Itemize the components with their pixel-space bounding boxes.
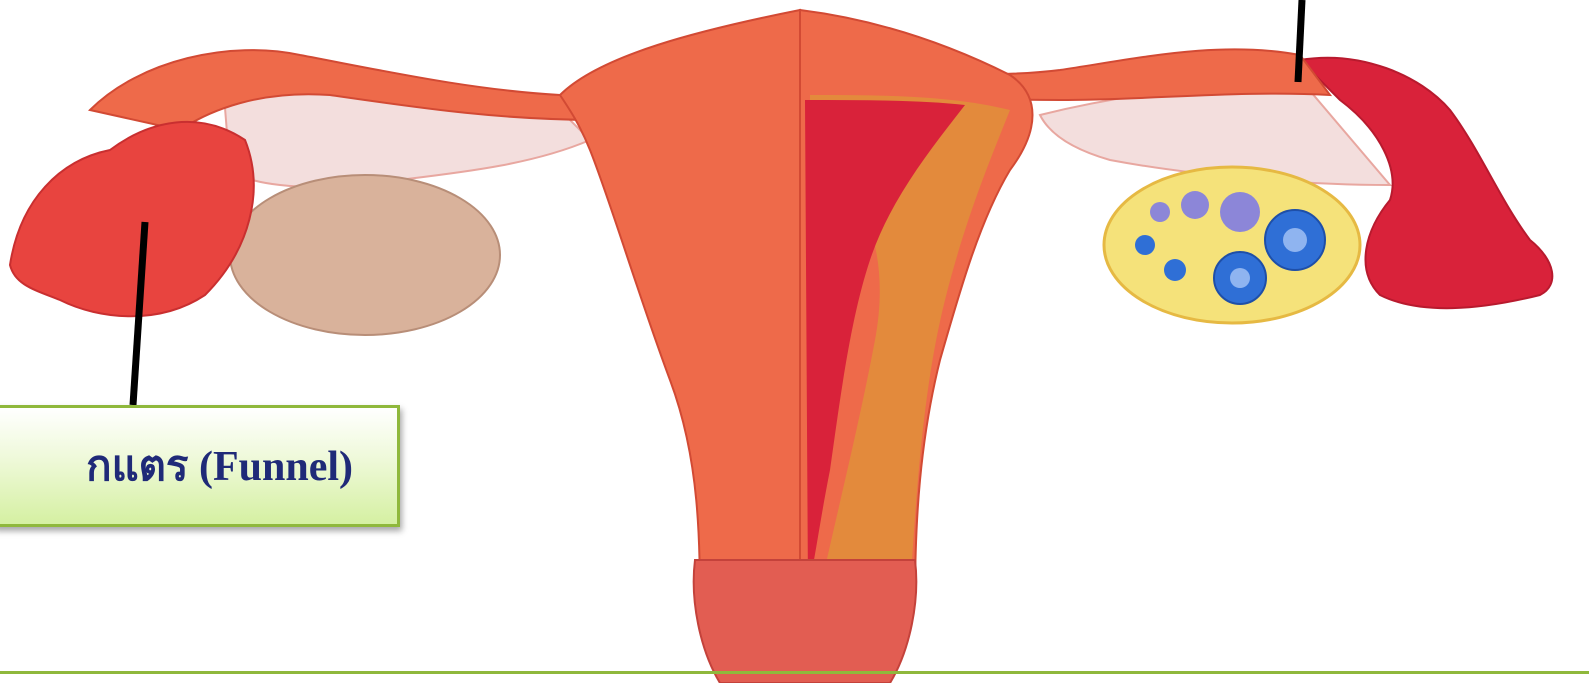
left-ovary xyxy=(230,175,500,335)
follicle xyxy=(1283,228,1307,252)
bottom-divider xyxy=(0,671,1589,674)
follicle xyxy=(1230,268,1250,288)
uterus-external xyxy=(560,10,800,635)
follicle xyxy=(1181,191,1209,219)
follicle xyxy=(1150,202,1170,222)
follicle xyxy=(1164,259,1186,281)
funnel-label: กแตร (Funnel) xyxy=(86,433,353,499)
follicle xyxy=(1220,192,1260,232)
follicle xyxy=(1135,235,1155,255)
left-fimbriae xyxy=(10,122,254,316)
funnel-label-box: กแตร (Funnel) xyxy=(0,405,400,527)
top-pointer-line xyxy=(1298,0,1302,82)
cervix xyxy=(694,560,917,683)
